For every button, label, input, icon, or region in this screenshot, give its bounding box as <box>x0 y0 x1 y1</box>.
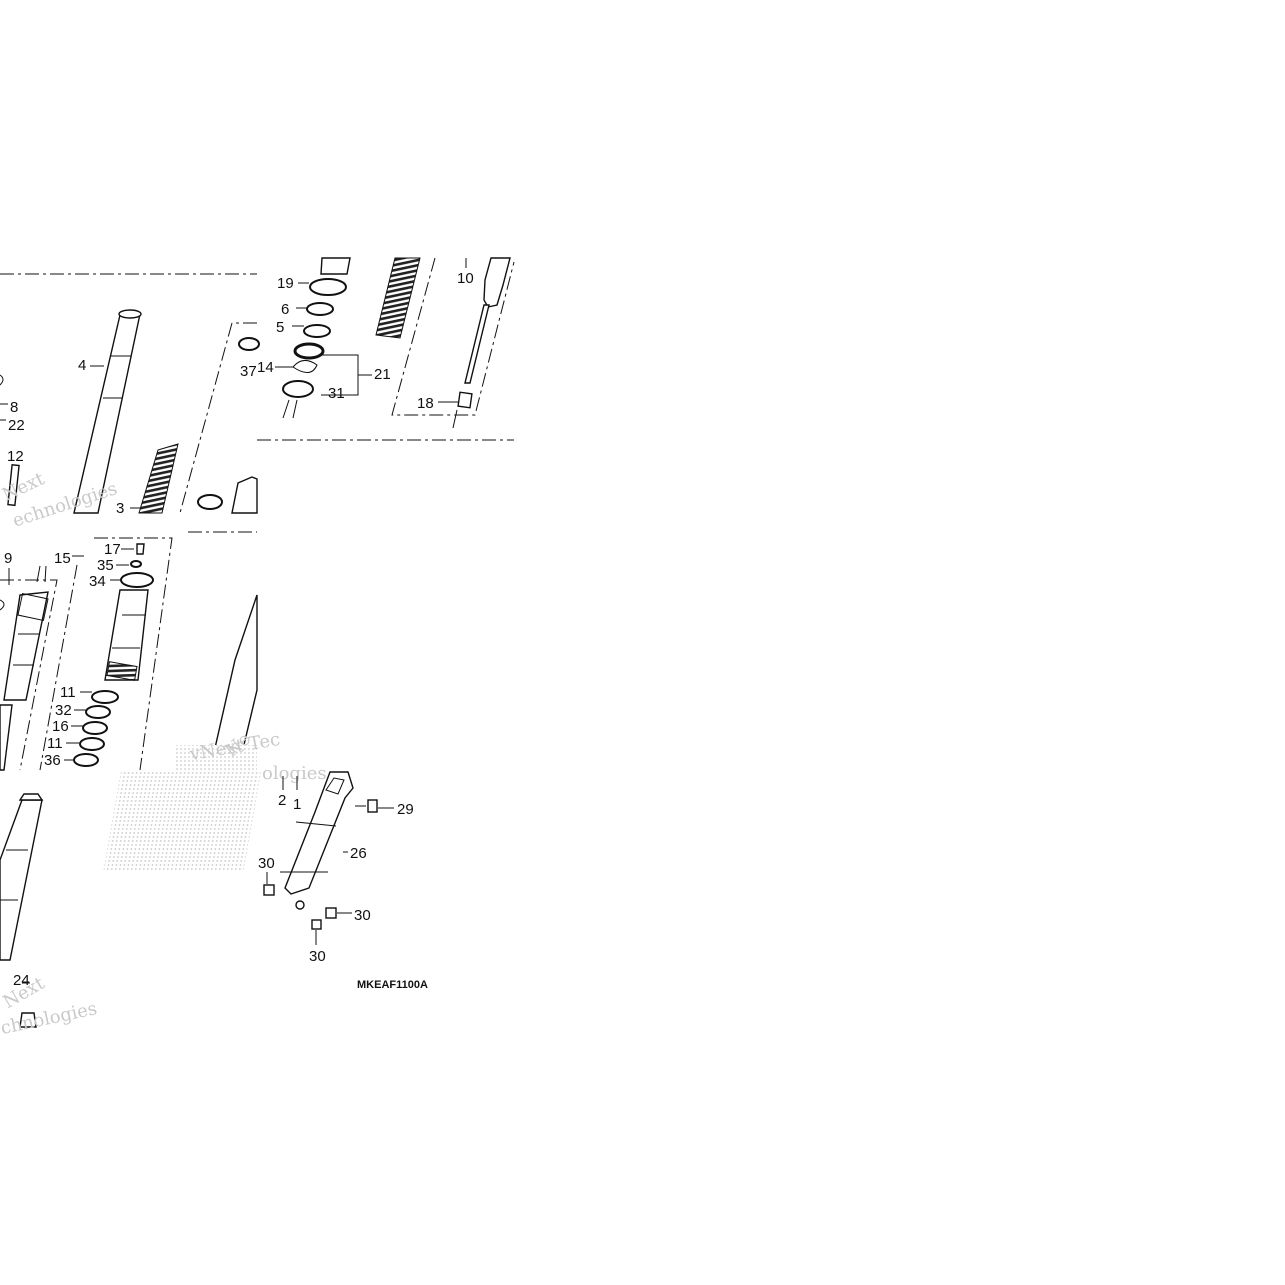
sub-box-border <box>0 579 58 771</box>
part-label: 4 <box>78 357 86 374</box>
part-label: 17 <box>104 541 121 558</box>
part-label: 12 <box>7 448 24 465</box>
part-label: 6 <box>281 301 289 318</box>
part-label: 21 <box>374 366 391 383</box>
tile-upper-right: 19 6 5 14 21 31 10 18 <box>257 257 515 441</box>
tile-middle-right: ologies 2 1 29 26 30 30 30 MKEAF1100A <box>103 763 428 991</box>
outer-tube <box>0 799 43 961</box>
sub-box-border <box>94 537 173 771</box>
part-label: 8 <box>10 399 18 416</box>
part-label: 16 <box>52 718 69 735</box>
sub-box-border <box>179 322 257 514</box>
part-label: 26 <box>350 845 367 862</box>
fork-guard <box>284 771 354 895</box>
part-label: 30 <box>258 855 275 872</box>
part-label: 24 <box>13 972 30 989</box>
part-label: 30 <box>309 948 326 965</box>
part-label: 31 <box>328 385 345 402</box>
part-label: 30 <box>354 907 371 924</box>
part-label: 34 <box>89 573 106 590</box>
part-label: 15 <box>54 550 71 567</box>
part-label: 14 <box>257 359 274 376</box>
part-label: 36 <box>44 752 61 769</box>
part-label: 1 <box>293 796 301 813</box>
part-label: 18 <box>417 395 434 412</box>
part-label: 2 <box>278 792 286 809</box>
tile-upper-left: Next echnologies 4 8 22 12 3 37 <box>0 273 260 532</box>
sub-box-border <box>391 257 515 416</box>
part-label: 32 <box>55 702 72 719</box>
part-label: 3 <box>116 500 124 517</box>
fork-spring <box>375 257 421 339</box>
part-label: 11 <box>47 735 63 752</box>
diagram-code: MKEAF1100A <box>357 979 428 991</box>
part-label: 37 <box>240 363 257 380</box>
tile-middle-left: vNext Tec Ne 9 15 17 35 34 11 32 16 11 3… <box>0 531 282 771</box>
part-label: 9 <box>4 550 12 567</box>
part-label: 10 <box>457 270 474 287</box>
watermark: ologies <box>262 763 327 784</box>
damper-rod-head <box>483 257 511 308</box>
damper-cartridge <box>3 591 49 701</box>
part-label: 29 <box>397 801 414 818</box>
tile-lower-left: Next chnologies 24 <box>0 793 99 1039</box>
fork-spring <box>138 443 179 514</box>
part-label: 5 <box>276 319 284 336</box>
part-label: 11 <box>60 684 76 701</box>
watermark: Next <box>0 468 48 506</box>
part-label: 35 <box>97 557 114 574</box>
part-label: 19 <box>277 275 294 292</box>
fork-tube-top <box>118 309 142 319</box>
damper-rod <box>464 304 490 384</box>
part-label: 22 <box>8 417 25 434</box>
